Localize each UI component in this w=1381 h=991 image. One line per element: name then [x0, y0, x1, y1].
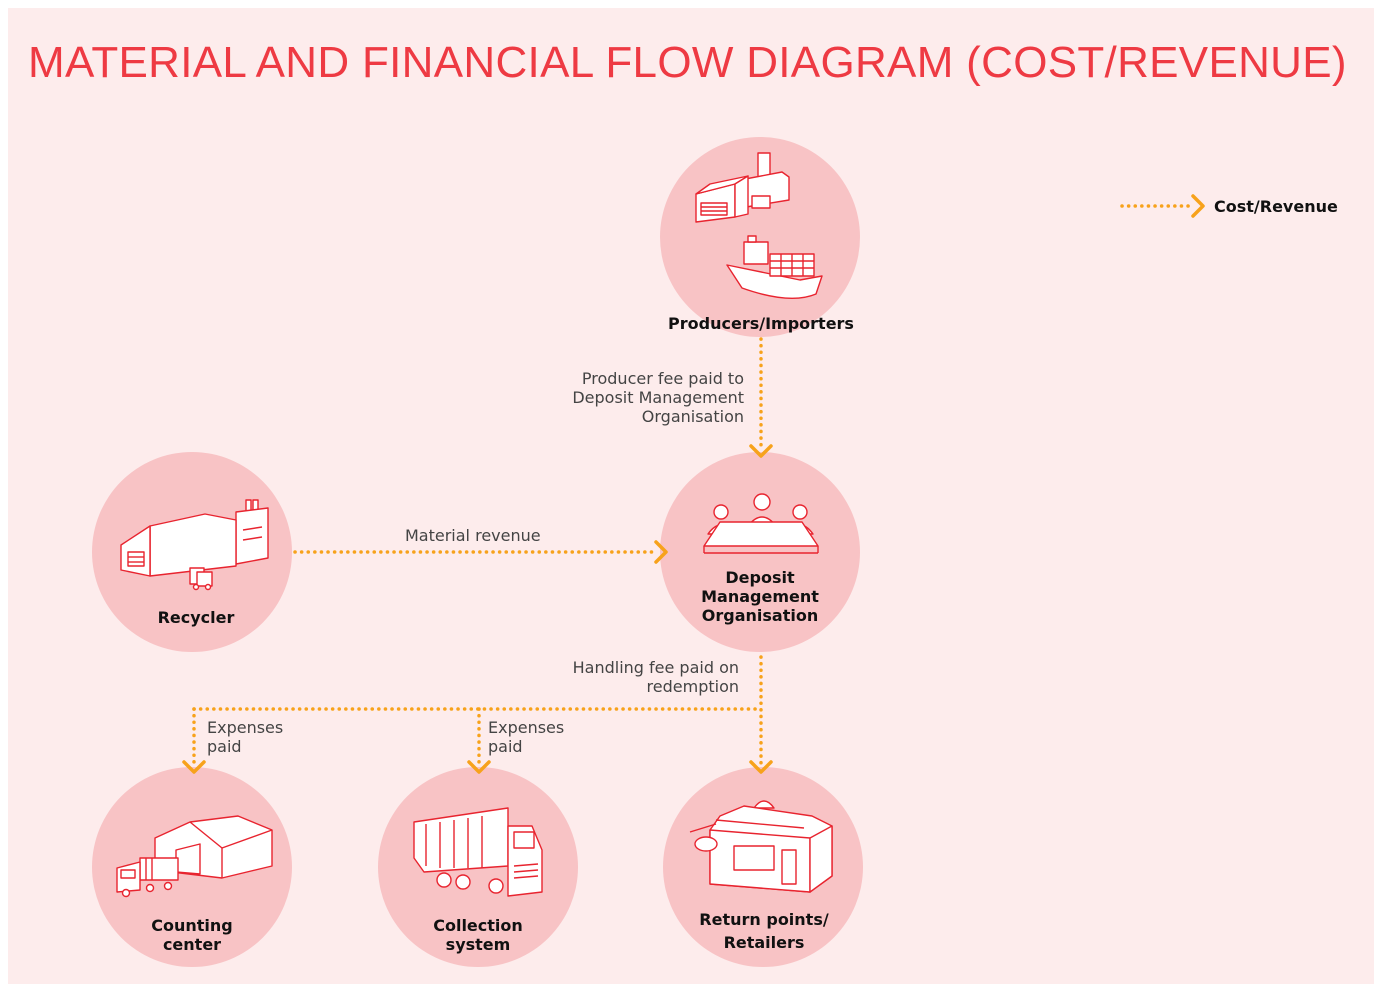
- arrow-head-dmo-top: [749, 444, 773, 458]
- legend-arrow-head: [1191, 194, 1205, 218]
- arrow-head-collection: [467, 760, 491, 774]
- dmo-circle: [660, 452, 860, 652]
- handling-fee-label-line-2: redemption: [646, 677, 739, 696]
- factory-icon: [696, 153, 789, 222]
- producers-label-line: Producers/Importers: [668, 314, 854, 333]
- expenses-collection-label: Expenses paid: [488, 718, 564, 756]
- collection-label: Collection system: [378, 916, 578, 954]
- dmo-label-line-2: Management: [701, 587, 819, 606]
- recycler-label: Recycler: [96, 608, 296, 627]
- meeting-table-icon: [704, 494, 818, 553]
- counting-label-line-2: center: [162, 935, 222, 954]
- expenses-counting-label-line-1: Expenses: [207, 718, 284, 737]
- material-revenue-label-line: Material revenue: [405, 526, 541, 545]
- expenses-counting-label: Expenses paid: [207, 718, 283, 756]
- producer-fee-label: Producer fee paid to Deposit Management …: [572, 369, 744, 426]
- garbage-truck-icon: [414, 808, 542, 896]
- expenses-counting-label-line-2: paid: [207, 737, 242, 756]
- collection-label-line-2: system: [445, 935, 511, 954]
- producer-fee-label-line-2: Deposit Management: [572, 388, 744, 407]
- retailers-label: Return points/ Retailers: [664, 908, 864, 954]
- dmo-label-line-3: Organisation: [701, 606, 819, 625]
- dmo-label-line-1: Deposit: [725, 568, 795, 587]
- recycler-label-line: Recycler: [157, 608, 235, 627]
- dmo-label: Deposit Management Organisation: [660, 568, 860, 625]
- producers-label: Producers/Importers: [661, 314, 861, 333]
- producer-fee-label-line-3: Organisation: [641, 407, 744, 426]
- legend-label: Cost/Revenue: [1214, 197, 1338, 216]
- producer-fee-label-line-1: Producer fee paid to: [581, 369, 744, 388]
- material-revenue-label: Material revenue: [405, 526, 541, 545]
- container-ship-icon: [727, 236, 822, 298]
- page-title: MATERIAL AND FINANCIAL FLOW DIAGRAM (COS…: [28, 38, 1347, 87]
- arrow-head-counting: [182, 760, 206, 774]
- collection-label-line-1: Collection: [433, 916, 523, 935]
- handling-fee-label-line-1: Handling fee paid on: [572, 658, 739, 677]
- expenses-collection-label-line-1: Expenses: [488, 718, 565, 737]
- shop-icon: [690, 801, 832, 892]
- retailers-label-line-2: Retailers: [723, 933, 805, 952]
- recycling-plant-icon: [121, 500, 268, 590]
- handling-fee-label: Handling fee paid on redemption: [573, 658, 739, 696]
- arrow-head-dmo-left: [654, 540, 668, 564]
- counting-label: Counting center: [92, 916, 292, 954]
- arrow-head-retailers: [749, 760, 773, 774]
- warehouse-truck-icon: [117, 816, 272, 897]
- retailers-label-line-1: Return points/: [699, 910, 829, 929]
- counting-label-line-1: Counting: [151, 916, 233, 935]
- expenses-collection-label-line-2: paid: [488, 737, 523, 756]
